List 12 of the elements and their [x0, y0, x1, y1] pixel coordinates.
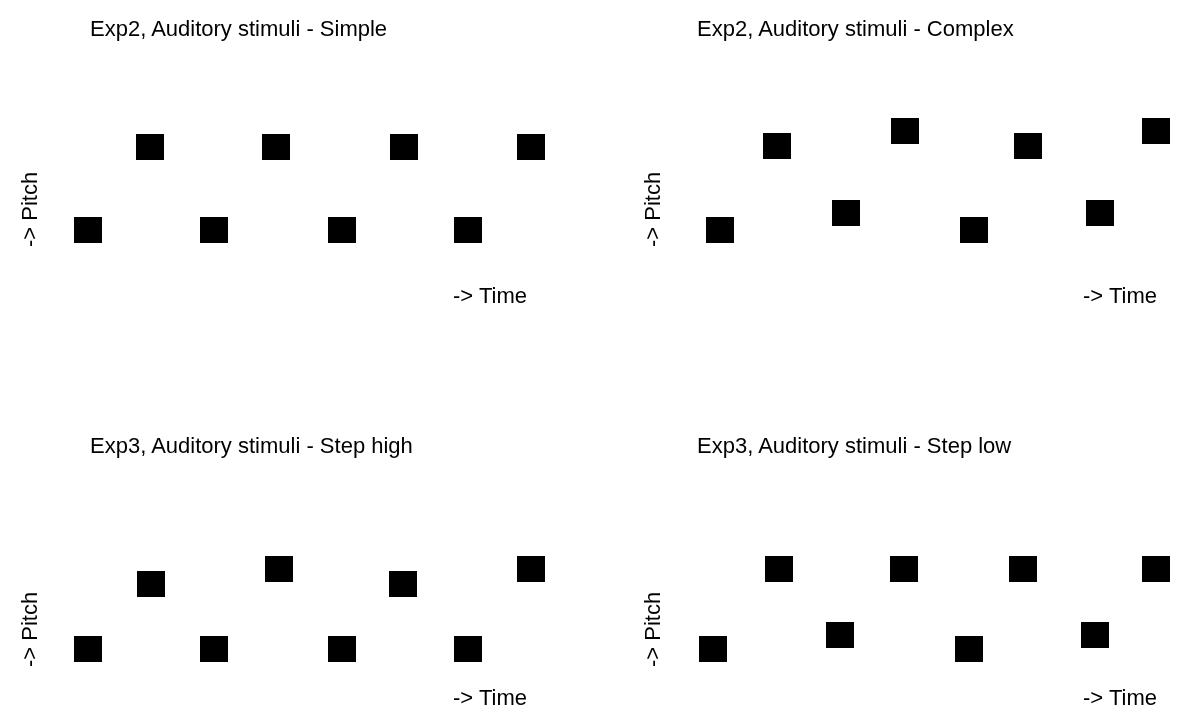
axis-label: -> Pitch — [640, 591, 666, 667]
axis-label: -> Time — [1083, 685, 1157, 711]
axis-label: -> Pitch — [17, 591, 43, 667]
axis-label: -> Time — [453, 685, 527, 711]
axis-label: -> Pitch — [640, 171, 666, 247]
panel-title: Exp3, Auditory stimuli - Step high — [90, 433, 413, 459]
panel-title: Exp2, Auditory stimuli - Simple — [90, 16, 388, 42]
axis-label: -> Time — [1083, 283, 1157, 309]
axis-label: -> Time — [453, 283, 527, 309]
axis-label: -> Pitch — [17, 171, 43, 247]
panel-title: Exp2, Auditory stimuli - Complex — [697, 16, 1014, 42]
panel-title: Exp3, Auditory stimuli - Step low — [697, 433, 1012, 459]
